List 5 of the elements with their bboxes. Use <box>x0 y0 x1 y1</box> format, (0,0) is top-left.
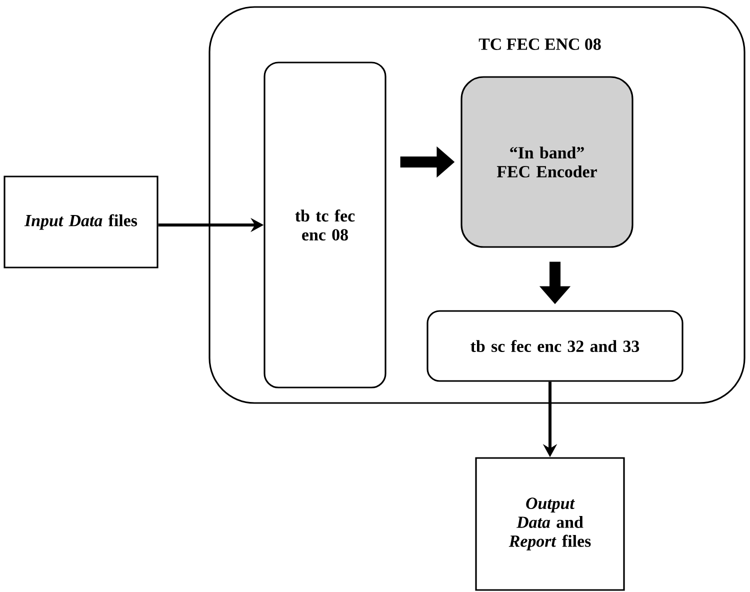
file-box: Input Data files <box>4 176 158 268</box>
encoder-box: “In band” FEC Encoder <box>460 76 634 248</box>
process-box: tb tc fec enc 08 <box>264 62 386 388</box>
file-box: Output Data and Report files <box>475 457 625 591</box>
process-box: tb sc fec enc 32 and 33 <box>426 310 684 382</box>
